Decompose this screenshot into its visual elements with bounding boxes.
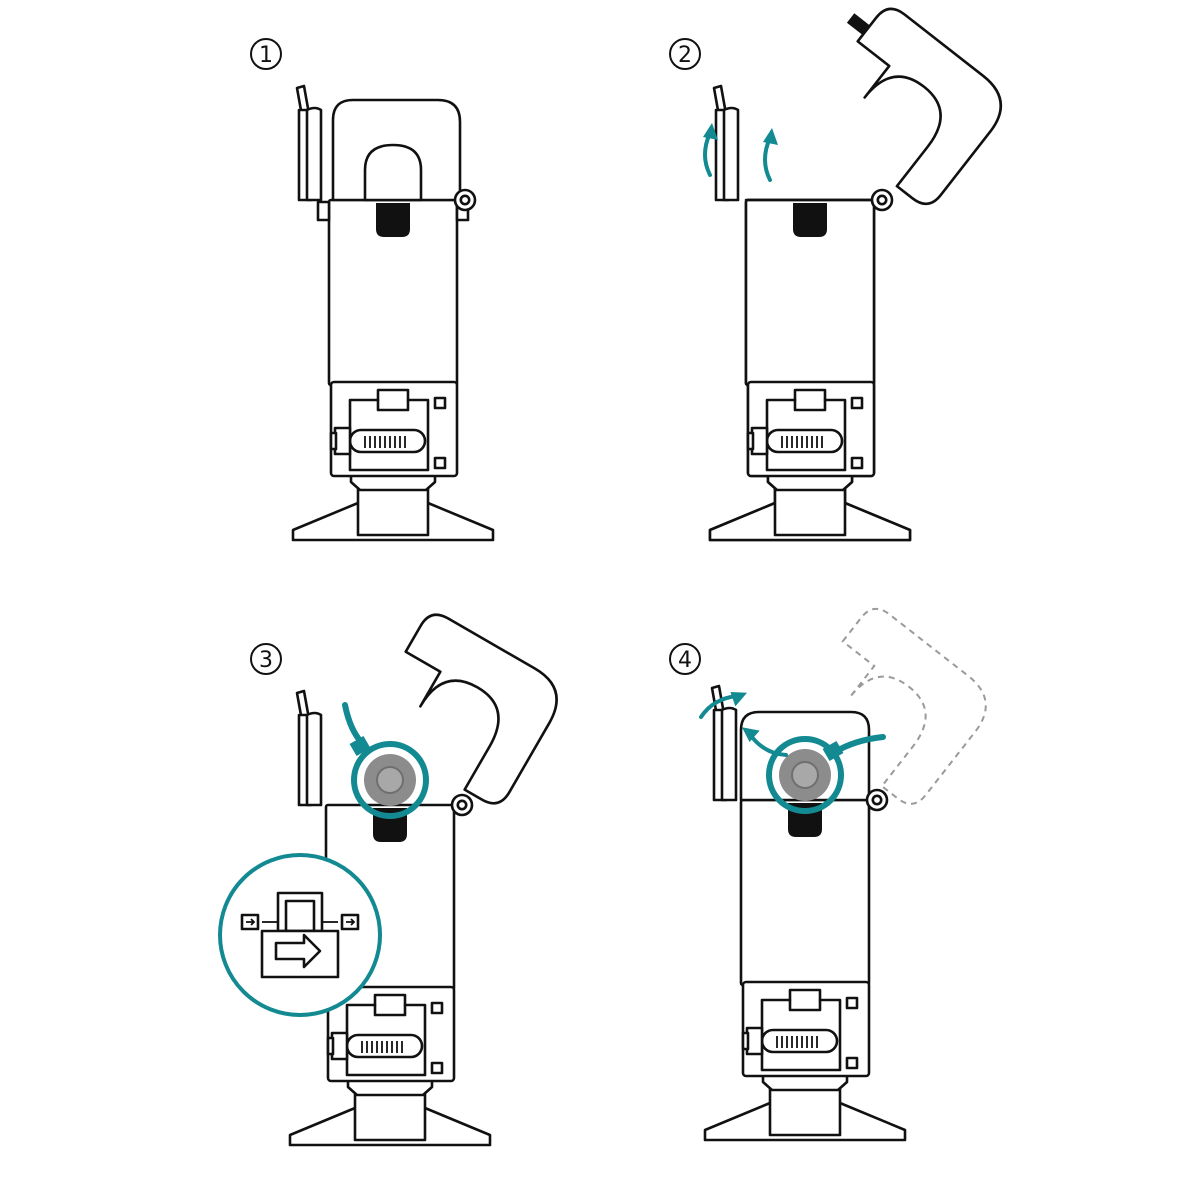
step-2-panel: 2: [600, 0, 1200, 600]
step-4-number: 4: [669, 643, 701, 675]
step-4-panel: 4: [600, 600, 1200, 1200]
pivot-knob-icon: [453, 188, 477, 212]
step-1-label: 1: [259, 43, 273, 68]
rotate-arrow-icon: [761, 126, 780, 182]
step-2-label: 2: [678, 43, 692, 68]
step-1-device: [293, 84, 493, 540]
step-number-icon: [669, 38, 701, 70]
pivot-knob-icon: [865, 788, 889, 812]
pivot-knob-icon: [450, 793, 474, 817]
step-3-number: 3: [250, 643, 282, 675]
step-1-panel: 1: [0, 0, 600, 600]
step-number-icon: [250, 643, 282, 675]
step-3-label: 3: [259, 648, 273, 673]
step-number-icon: [250, 38, 282, 70]
step-3-panel: 3: [0, 600, 600, 1200]
clamp-jaw-open: [801, 0, 1016, 213]
step-3-device: [218, 607, 571, 1145]
step-4-device: [695, 607, 987, 1140]
step-2-number: 2: [669, 38, 701, 70]
step-1-number: 1: [250, 38, 282, 70]
detail-magnifier: [218, 853, 382, 1017]
step-number-icon: [669, 643, 701, 675]
direction-arrow-icon: [274, 933, 322, 969]
pivot-knob-icon: [870, 188, 894, 212]
step-4-label: 4: [678, 648, 692, 673]
